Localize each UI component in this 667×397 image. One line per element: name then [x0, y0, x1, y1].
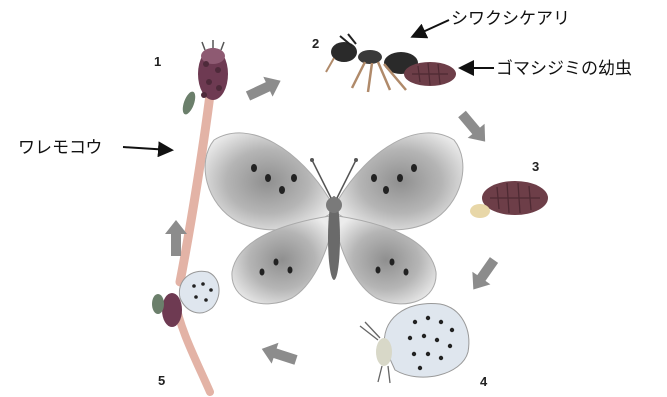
larva-icon — [404, 62, 456, 86]
stage-number-5: 5 — [158, 373, 165, 388]
flower-icon — [198, 40, 228, 100]
larva-name: ゴマシジミの幼虫 — [496, 58, 632, 79]
arrow-icon — [243, 71, 285, 106]
ant-name: シワクシケアリ — [451, 9, 570, 29]
stage-number-3: 3 — [532, 159, 539, 174]
pupa-stage-3 — [470, 181, 548, 218]
plant-label: ワレモコウ — [18, 138, 170, 158]
arrow-icon — [454, 107, 494, 149]
butterfly-icon — [205, 133, 463, 304]
stage-number-2: 2 — [312, 36, 319, 51]
arrow-icon — [258, 338, 299, 370]
ant-label: シワクシケアリ — [414, 9, 570, 36]
ant-icon — [326, 34, 418, 92]
ant-with-larva-stage-2 — [326, 34, 456, 92]
stage-number-1: 1 — [154, 54, 161, 69]
arrow-icon — [464, 254, 503, 296]
stage-number-4: 4 — [480, 374, 488, 389]
larva-label: ゴマシジミの幼虫 — [462, 58, 632, 79]
butterfly-closed-stage-4 — [360, 303, 469, 383]
plant-name: ワレモコウ — [18, 138, 102, 158]
